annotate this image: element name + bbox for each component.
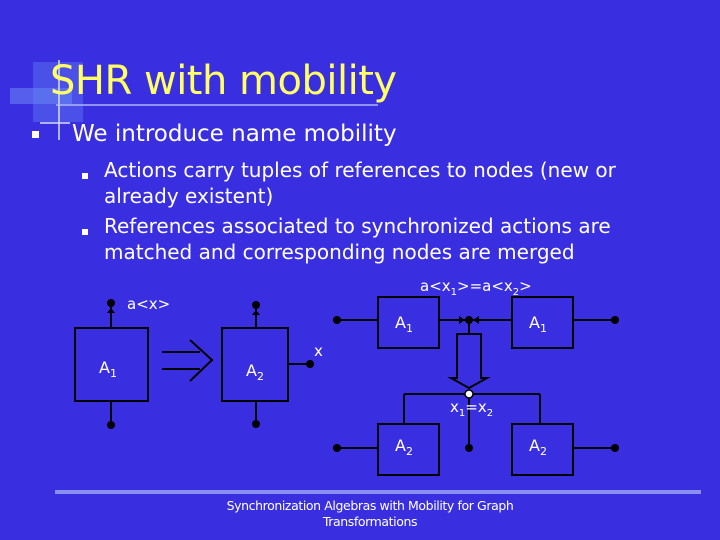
middle-a2-box — [221, 327, 289, 402]
node-dot — [465, 316, 473, 324]
footer-rule — [55, 490, 701, 494]
node-dot — [107, 421, 115, 429]
middle-a-label: A2 — [246, 361, 264, 383]
decor-bar — [10, 88, 72, 104]
bottom-right-a2-box — [511, 423, 574, 476]
sync-label: a<x1>=a<x2> — [420, 277, 532, 298]
node-dot — [107, 299, 115, 307]
merge-label: x1=x2 — [450, 398, 493, 419]
x-label: x — [314, 342, 323, 360]
node-dot — [333, 444, 341, 452]
sub-bullet-square-icon — [82, 173, 88, 179]
arrow-tip — [473, 316, 479, 324]
bullet-text: We introduce name mobility — [72, 121, 397, 147]
merge-node-dot — [464, 389, 474, 399]
bottom-left-a-label: A2 — [395, 436, 413, 458]
node-dot — [611, 444, 619, 452]
slide-title: SHR with mobility — [50, 58, 397, 104]
footer-line-1: Synchronization Algebras with Mobility f… — [226, 498, 514, 513]
bullet-square-icon — [32, 131, 39, 138]
node-dot — [252, 420, 260, 428]
bottom-left-a2-box — [377, 423, 440, 476]
decor-vertical-line — [58, 60, 60, 140]
sub-bullet-2: References associated to synchronized ac… — [104, 214, 611, 264]
arrow-tip — [107, 308, 115, 313]
arrow-tip — [459, 316, 465, 324]
footer-line-2: Transformations — [322, 514, 418, 529]
top-right-a1-box — [511, 296, 574, 349]
sub-bullet-1: Actions carry tuples of references to no… — [104, 158, 616, 208]
top-right-a-label: A1 — [529, 313, 547, 335]
node-dot — [465, 444, 473, 452]
left-a1-box — [74, 327, 149, 402]
node-dot — [306, 360, 314, 368]
top-left-a-label: A1 — [395, 313, 413, 335]
node-dot — [333, 316, 341, 324]
sub-bullet-square-icon — [82, 229, 88, 235]
top-left-a1-box — [377, 296, 440, 349]
arrow-tip — [252, 310, 260, 315]
label-ax: a<x> — [127, 295, 170, 313]
footer-text: Synchronization Algebras with Mobility f… — [200, 498, 540, 530]
node-dot — [252, 301, 260, 309]
bottom-right-a-label: A2 — [529, 436, 547, 458]
title-underline — [56, 104, 378, 106]
decor-horizontal-line — [40, 122, 70, 124]
node-dot — [611, 316, 619, 324]
left-a-label: A1 — [99, 358, 117, 380]
